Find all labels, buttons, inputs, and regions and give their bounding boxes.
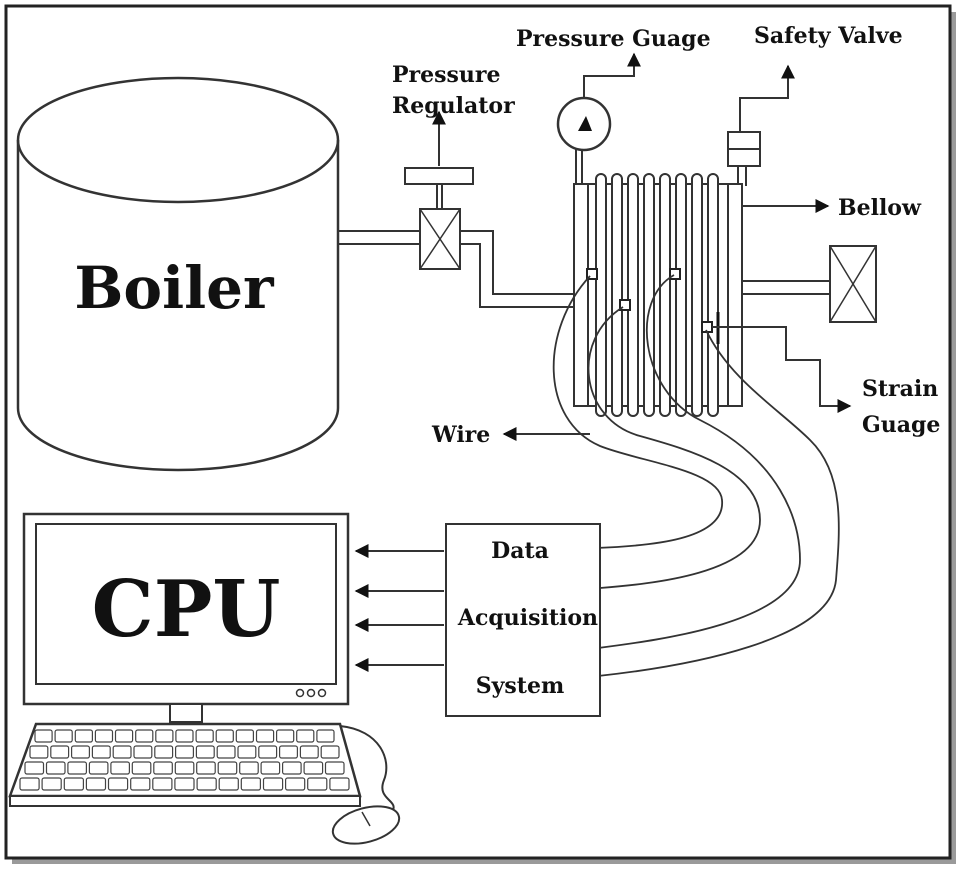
keyboard-key xyxy=(54,729,73,743)
keyboard-key xyxy=(303,761,324,775)
keyboard-key xyxy=(91,745,111,759)
keyboard-key xyxy=(218,777,239,791)
keyboard-key xyxy=(50,745,70,759)
keyboard-key xyxy=(285,777,306,791)
keyboard-key xyxy=(94,729,114,743)
strain-gauges: Strain Guage xyxy=(586,268,940,438)
keyboard-key xyxy=(235,729,255,743)
keyboard-key xyxy=(133,745,153,759)
daq-label-line1: Data xyxy=(491,538,549,564)
pressure-gauge-label: Pressure Guage xyxy=(516,26,711,52)
keyboard-key xyxy=(175,745,195,759)
keyboard-key xyxy=(299,745,319,759)
keyboard-keys xyxy=(19,729,350,791)
keyboard-key xyxy=(67,761,88,775)
keyboard-key xyxy=(114,729,134,743)
keyboard-key xyxy=(63,777,85,791)
signal-wires: Wire xyxy=(431,274,840,677)
keyboard-key xyxy=(296,729,315,743)
keyboard-key xyxy=(307,777,328,791)
keyboard-key xyxy=(175,729,194,743)
keyboard-key xyxy=(110,761,131,775)
keyboard-key xyxy=(70,745,90,759)
keyboard-key xyxy=(279,745,299,759)
keyboard-key xyxy=(329,777,350,791)
keyboard-key xyxy=(239,761,259,775)
keyboard-key xyxy=(215,729,234,743)
cpu-label: CPU xyxy=(92,564,281,655)
pressure-regulator-label-line2: Regulator xyxy=(392,93,515,119)
keyboard-key xyxy=(154,745,174,759)
strain-gauge-label-line2: Guage xyxy=(862,412,940,438)
keyboard-key xyxy=(320,745,340,759)
keyboard-key xyxy=(74,729,94,743)
keyboard-key xyxy=(195,729,214,743)
data-acquisition-system: Data Acquisition System xyxy=(445,523,601,717)
keyboard-key xyxy=(174,777,195,791)
keyboard-key xyxy=(255,729,275,743)
keyboard-key xyxy=(19,777,40,791)
mouse xyxy=(331,725,401,845)
cpu-monitor: CPU xyxy=(22,512,350,723)
keyboard-key xyxy=(24,761,45,775)
keyboard-key xyxy=(174,761,195,775)
keyboard-key xyxy=(217,761,238,775)
gauge-needle-icon xyxy=(578,116,592,131)
daq-label-line3: System xyxy=(476,673,565,699)
keyboard-key xyxy=(195,745,215,759)
keyboard xyxy=(8,722,362,807)
keyboard-key xyxy=(216,745,236,759)
pressure-gauge: Pressure Guage xyxy=(516,26,711,184)
keyboard-key xyxy=(276,729,295,743)
keyboard-key xyxy=(262,777,284,791)
daq-to-cpu-arrows xyxy=(354,544,444,672)
keyboard-key xyxy=(152,777,173,791)
keyboard-key xyxy=(131,761,152,775)
pressure-regulator: Pressure Regulator xyxy=(392,62,515,270)
keyboard-key xyxy=(45,761,66,775)
keyboard-key xyxy=(240,777,262,791)
keyboard-key xyxy=(34,729,53,743)
keyboard-key xyxy=(130,777,151,791)
outlet-valve xyxy=(742,245,877,323)
keyboard-key xyxy=(85,777,107,791)
safety-valve: Safety Valve xyxy=(727,23,903,186)
strain-gauge-label-line1: Strain xyxy=(862,376,938,402)
pressure-regulator-label-line1: Pressure xyxy=(392,62,501,88)
keyboard-key xyxy=(135,729,154,743)
keyboard-key xyxy=(237,745,257,759)
bellow-convolutions xyxy=(595,173,719,417)
steam-pipe xyxy=(338,230,578,308)
wire-label: Wire xyxy=(431,422,490,448)
keyboard-key xyxy=(196,761,216,775)
safety-valve-label: Safety Valve xyxy=(754,23,903,49)
keyboard-key xyxy=(112,745,132,759)
bellow-label: Bellow xyxy=(838,195,922,221)
boiler-label: Boiler xyxy=(74,254,275,322)
boiler: Boiler xyxy=(16,76,340,472)
keyboard-key xyxy=(88,761,109,775)
keyboard-key xyxy=(282,761,302,775)
keyboard-key xyxy=(196,777,217,791)
keyboard-key xyxy=(41,777,62,791)
keyboard-key xyxy=(316,729,335,743)
keyboard-key xyxy=(258,745,278,759)
bellow: Bellow xyxy=(573,173,922,417)
keyboard-key xyxy=(107,777,129,791)
daq-label-line2: Acquisition xyxy=(457,605,598,631)
keyboard-key xyxy=(153,761,173,775)
keyboard-key xyxy=(29,745,49,759)
keyboard-key xyxy=(155,729,174,743)
keyboard-key xyxy=(260,761,281,775)
keyboard-key xyxy=(324,761,345,775)
